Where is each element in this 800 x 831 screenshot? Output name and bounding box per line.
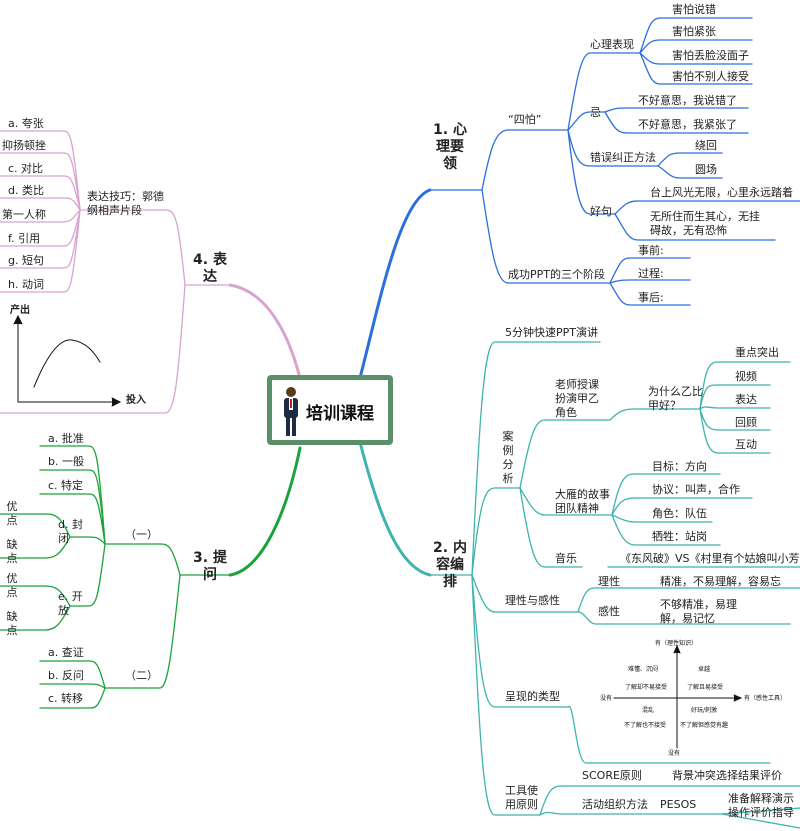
- central-topic-title: 培训课程: [306, 404, 374, 424]
- score-node[interactable]: SCORE原则: [582, 769, 642, 782]
- fix-item-1[interactable]: 绕回: [695, 139, 717, 152]
- score-value[interactable]: 背景冲突选择结果评价: [672, 769, 782, 782]
- rational-node[interactable]: 理性: [598, 575, 620, 588]
- why-item-1[interactable]: 重点突出: [735, 346, 779, 359]
- skill-item-1[interactable]: a. 夸张: [8, 117, 44, 130]
- fear-item-2[interactable]: 害怕紧张: [672, 25, 716, 38]
- skill-item-7[interactable]: g. 短句: [8, 254, 44, 267]
- presentation-types-node[interactable]: 呈现的类型: [505, 690, 560, 703]
- branch4-title[interactable]: 4. 表达: [193, 252, 227, 285]
- taboo-node[interactable]: 忌: [590, 106, 601, 119]
- case-analysis-node[interactable]: 案例分析: [502, 430, 514, 485]
- quad-top-label: 有（理性知识）: [655, 640, 698, 647]
- quad-left-label: 没有: [600, 695, 613, 702]
- emotional-node[interactable]: 感性: [598, 605, 620, 618]
- music-node[interactable]: 音乐: [555, 552, 577, 565]
- why-item-3[interactable]: 表达: [735, 393, 757, 406]
- fix-item-2[interactable]: 圆场: [695, 163, 717, 176]
- question2-item-c[interactable]: c. 转移: [48, 692, 84, 705]
- branch2-lines: [358, 341, 800, 829]
- branch1-lines: [358, 17, 800, 380]
- quick-speech-node[interactable]: 5分钟快速PPT演讲: [505, 326, 598, 339]
- quad-q3a: 混乱: [642, 707, 655, 714]
- quad-q1b: 了解却不易接受: [625, 684, 668, 691]
- taboo-item-1[interactable]: 不好意思，我说错了: [638, 94, 737, 107]
- activity-method-node[interactable]: 活动组织方法: [582, 798, 648, 811]
- question-group-two[interactable]: （二）: [125, 669, 158, 682]
- closed-pro[interactable]: 优点: [6, 500, 18, 527]
- teacher-role-node[interactable]: 老师授课扮演甲乙角色: [555, 378, 599, 419]
- skill-item-8[interactable]: h. 动词: [8, 278, 44, 291]
- stage-after[interactable]: 事后:: [638, 291, 664, 304]
- expression-skills-node[interactable]: 表达技巧：郭德纲相声片段: [87, 190, 164, 217]
- closed-con[interactable]: 缺点: [6, 538, 18, 565]
- quad-right-label: 有（感性工具）: [744, 695, 787, 702]
- emotional-value[interactable]: 不够精准，易理解，易记忆: [660, 598, 737, 625]
- good-phrase-1[interactable]: 台上风光无限，心里永远踏着: [650, 186, 793, 199]
- closed-question-node[interactable]: d. 封闭: [58, 518, 83, 545]
- skill-item-4[interactable]: d. 类比: [8, 184, 44, 197]
- stage-during[interactable]: 过程:: [638, 267, 664, 280]
- branch3-title[interactable]: 3. 提问: [193, 550, 227, 583]
- question-item-a[interactable]: a. 批准: [48, 432, 84, 445]
- graph-ylabel: 产出: [10, 305, 30, 316]
- quad-q4b: 不了解但感觉有趣: [680, 722, 729, 729]
- geese-story-node[interactable]: 大雁的故事团队精神: [555, 488, 610, 515]
- quad-bottom-label: 没有: [668, 750, 681, 757]
- rational-emotional-node[interactable]: 理性与感性: [505, 594, 560, 607]
- mental-expression-node[interactable]: 心理表现: [590, 38, 634, 51]
- error-correction-node[interactable]: 错误纠正方法: [590, 151, 656, 164]
- skill-item-5[interactable]: 第一人称: [2, 208, 46, 221]
- question2-item-b[interactable]: b. 反问: [48, 669, 84, 682]
- taboo-item-2[interactable]: 不好意思，我紧张了: [638, 118, 737, 131]
- pesos-node[interactable]: PESOS: [660, 798, 697, 811]
- branch4-lines: [0, 130, 302, 414]
- question2-item-a[interactable]: a. 查证: [48, 646, 84, 659]
- geese-item-4[interactable]: 牺牲：站岗: [652, 530, 707, 543]
- quad-q3b: 不了解也不接受: [624, 722, 667, 729]
- geese-item-2[interactable]: 协议：叫声，合作: [652, 483, 740, 496]
- why-b-better-node[interactable]: 为什么乙比甲好？: [648, 385, 703, 412]
- question-group-one[interactable]: （一）: [125, 528, 158, 541]
- quad-q4a: 好玩/刺激: [691, 707, 718, 714]
- open-pro[interactable]: 优点: [6, 572, 18, 599]
- fear-item-4[interactable]: 害怕不别人接受: [672, 70, 749, 83]
- why-item-5[interactable]: 互动: [735, 438, 757, 451]
- geese-item-1[interactable]: 目标：方向: [652, 460, 707, 473]
- presenter-icon: [284, 387, 298, 436]
- open-question-node[interactable]: e. 开放: [58, 590, 83, 617]
- good-phrase-node[interactable]: 好句: [590, 205, 612, 218]
- good-phrase-2[interactable]: 无所住而生其心，无挂碍故，无有恐怖: [650, 210, 760, 237]
- quad-q2b: 了解且易接受: [687, 684, 724, 691]
- branch3-lines: [0, 445, 302, 709]
- branch1-title[interactable]: 1. 心理要领: [433, 122, 467, 172]
- branch2-title[interactable]: 2. 内容编排: [433, 540, 467, 590]
- rational-value[interactable]: 精准，不易理解，容易忘: [660, 575, 781, 588]
- quad-q1a: 难懂、沉闷: [628, 666, 659, 673]
- fear-item-1[interactable]: 害怕说错: [672, 3, 716, 16]
- skill-item-6[interactable]: f. 引用: [8, 232, 41, 245]
- question-item-b[interactable]: b. 一般: [48, 455, 84, 468]
- presentation-quadrant-axes: [613, 644, 743, 749]
- why-item-4[interactable]: 回顾: [735, 416, 757, 429]
- quad-q2a: 卓越: [698, 666, 711, 673]
- four-fears-node[interactable]: “四怕”: [508, 113, 542, 126]
- why-item-2[interactable]: 视频: [735, 370, 757, 383]
- skill-item-2[interactable]: 抑扬顿挫: [2, 139, 46, 152]
- graph-xlabel: 投入: [126, 395, 146, 406]
- central-topic[interactable]: 培训课程: [267, 375, 393, 445]
- music-value[interactable]: 《东风破》VS《村里有个姑娘叫小芳》: [620, 552, 800, 565]
- tool-principles-node[interactable]: 工具使用原则: [505, 784, 538, 811]
- pesos-value[interactable]: 准备解释演示操作评价指导: [728, 792, 794, 819]
- fear-item-3[interactable]: 害怕丢脸没面子: [672, 49, 749, 62]
- effort-output-graph: [13, 314, 122, 407]
- ppt-stages-node[interactable]: 成功PPT的三个阶段: [508, 268, 605, 281]
- stage-before[interactable]: 事前:: [638, 244, 664, 257]
- open-con[interactable]: 缺点: [6, 610, 18, 637]
- geese-item-3[interactable]: 角色：队伍: [652, 507, 707, 520]
- skill-item-3[interactable]: c. 对比: [8, 162, 44, 175]
- question-item-c[interactable]: c. 特定: [48, 479, 84, 492]
